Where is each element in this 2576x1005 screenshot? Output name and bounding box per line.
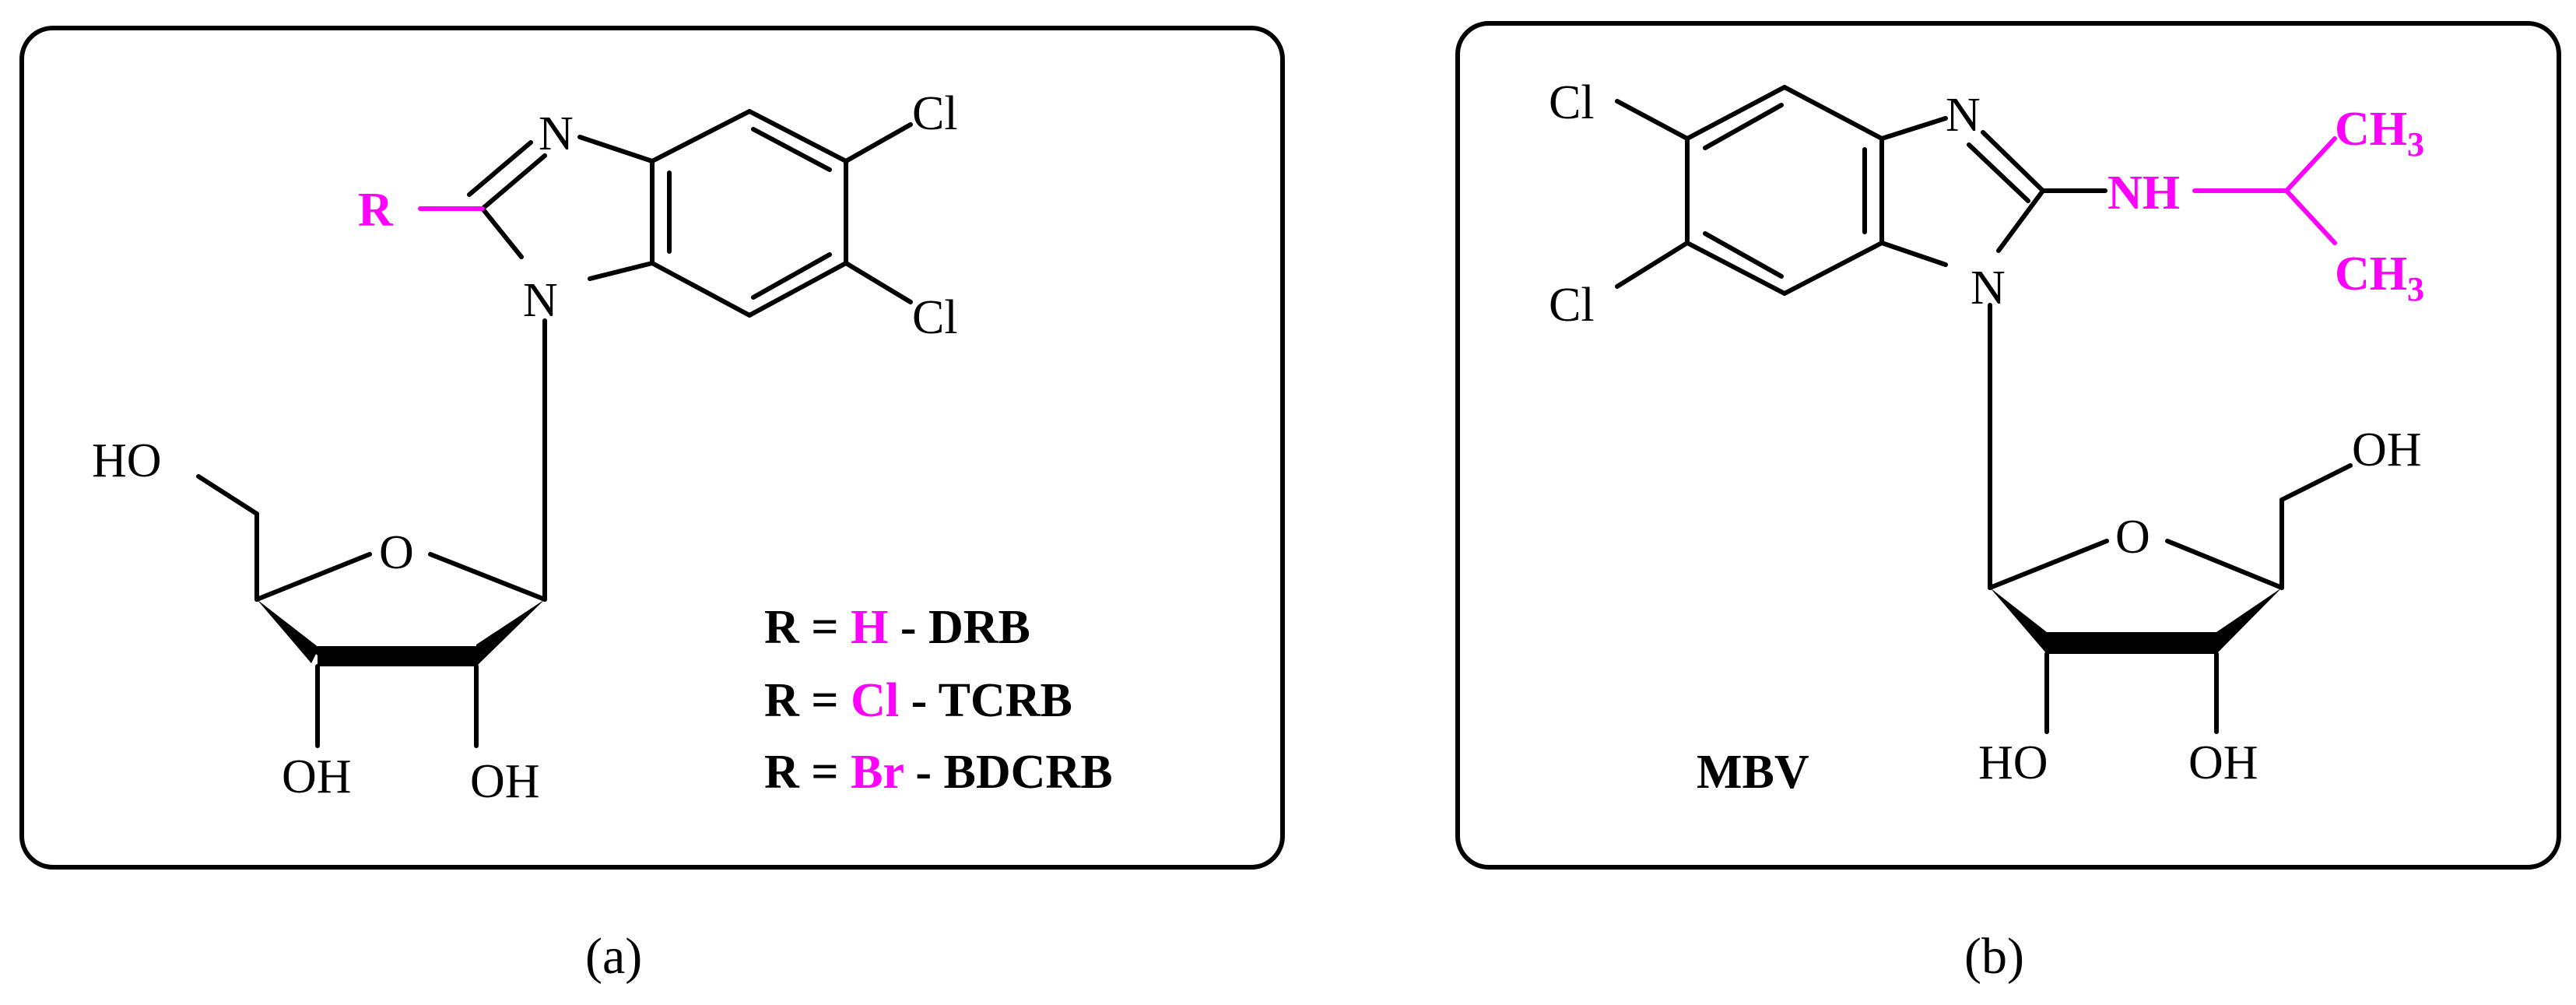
legend-row-2-prefix: R =: [764, 674, 851, 727]
panel-a-legend: R = H - DRB R = Cl - TCRB R = Br - BDCRB: [764, 601, 1113, 799]
panel-b-frame: [1455, 21, 2561, 870]
legend-row-3-substituent: Br: [851, 746, 904, 799]
atom-ch3-top-b: CH3: [2335, 103, 2424, 163]
panel-a: N N Cl Cl R HO O OH OH R = H - DRB R = C…: [19, 26, 1285, 985]
atom-ho-b: HO: [1978, 736, 2048, 789]
legend-row-2-substituent: Cl: [851, 674, 899, 727]
atom-oh-right-a: OH: [470, 755, 540, 808]
legend-row-3: R = Br - BDCRB: [764, 746, 1113, 799]
atom-ch3-bottom-b: CH3: [2335, 248, 2424, 308]
compound-name-mbv: MBV: [1697, 746, 1809, 799]
atom-cl-top-b: Cl: [1549, 76, 1595, 129]
ch3-top-subscript: 3: [2407, 125, 2424, 163]
legend-row-1: R = H - DRB: [764, 601, 1030, 654]
panel-a-bonds: [196, 109, 913, 748]
atom-ho-a: HO: [92, 434, 162, 487]
panel-b-bonds: [1615, 85, 2353, 734]
atom-oh-right-b: OH: [2188, 736, 2258, 789]
atom-n1-b: N: [1971, 262, 2006, 315]
legend-row-2-compound: - TCRB: [899, 674, 1072, 727]
panel-a-frame: [19, 26, 1285, 870]
atom-cl-bottom-a: Cl: [912, 291, 958, 344]
legend-row-2: R = Cl - TCRB: [764, 674, 1072, 727]
atom-cl-bottom-b: Cl: [1549, 279, 1595, 332]
atom-cl-top-a: Cl: [912, 87, 958, 140]
ch3-bottom-subscript: 3: [2407, 270, 2424, 308]
ch3-bottom-main: CH: [2335, 248, 2407, 300]
ch3-top-main: CH: [2335, 103, 2407, 156]
legend-row-1-prefix: R =: [764, 601, 851, 654]
atom-o-ring-a: O: [379, 526, 414, 579]
atom-n1-a: N: [523, 274, 558, 327]
legend-row-3-prefix: R =: [764, 746, 851, 799]
caption-b: (b): [1964, 928, 2024, 985]
atom-n3-b: N: [1946, 89, 1981, 142]
caption-a: (a): [585, 928, 642, 985]
atom-n3-a: N: [539, 107, 574, 160]
atom-o-ring-b: O: [2115, 511, 2150, 564]
atom-oh-top-b: OH: [2352, 423, 2422, 476]
legend-row-1-substituent: H: [851, 601, 888, 654]
atom-r-a: R: [358, 184, 394, 237]
panel-b: Cl Cl N N NH CH3 CH3 OH O HO OH MBV (b): [1455, 21, 2561, 985]
legend-row-3-compound: - BDCRB: [904, 746, 1113, 799]
atom-nh-b: NH: [2107, 167, 2180, 220]
atom-oh-left-a: OH: [282, 750, 352, 803]
legend-row-1-compound: - DRB: [888, 601, 1030, 654]
